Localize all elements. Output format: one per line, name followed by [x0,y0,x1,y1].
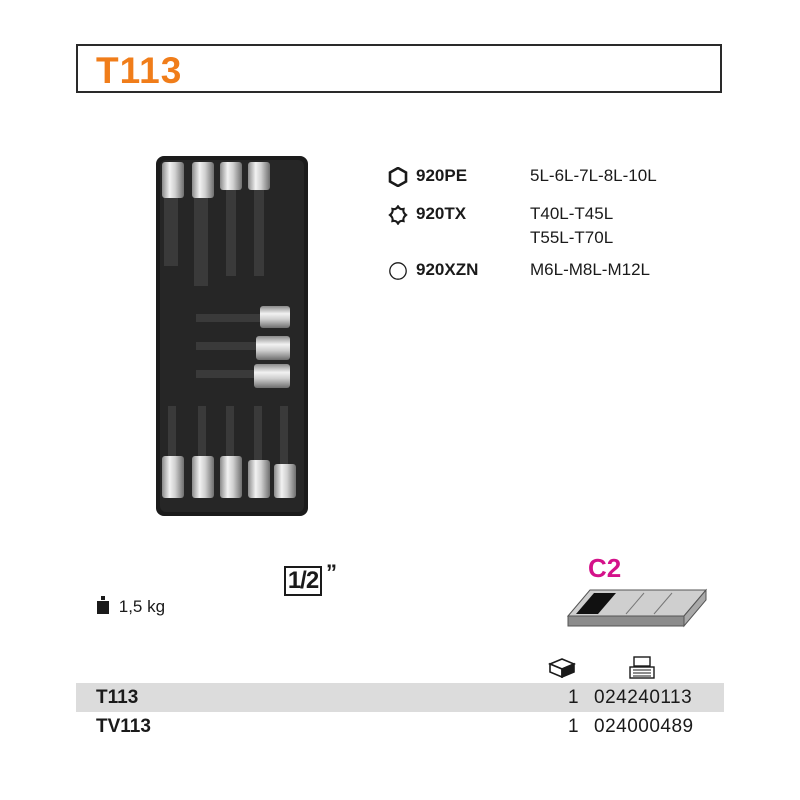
spec-code: 920TX [416,204,467,223]
article-number: 024240113 [594,687,693,708]
case-label: C2 [588,553,622,583]
title-box: T113 [76,44,722,93]
weight-icon [97,596,109,614]
case-tray-icon [566,588,708,628]
spec-value: T55L-T70L [530,228,614,247]
spec-values: T40L-T45L T55L-T70L [530,204,613,252]
article-number: 024000489 [594,716,694,737]
spec-value: M6L-M8L-M12L [530,260,650,279]
page-title: T113 [96,50,183,91]
drive-size-badge: 1/2 [284,566,322,596]
tool-tray-image [156,156,308,516]
torx-icon [388,205,408,225]
spec-value: 5L-6L-7L-8L-10L [530,166,657,185]
article-table: T113 1 024240113 TV113 1 024000489 [76,683,724,741]
table-row: T113 1 024240113 [76,683,724,712]
spline-icon [389,262,407,280]
spec-values: 5L-6L-7L-8L-10L [530,166,657,190]
weight-value: 1,5 kg [118,597,166,616]
article-qty: 1 [568,716,579,737]
article-qty: 1 [568,687,579,708]
spec-code: 920PE [416,166,468,185]
spec-code: 920XZN [416,260,479,279]
article-code: T113 [96,687,139,708]
spec-values: M6L-M8L-M12L [530,260,650,284]
article-code: TV113 [96,716,151,737]
package-icon [548,658,576,678]
hexagon-icon [388,167,408,187]
spec-value: T40L-T45L [530,204,614,223]
table-row: TV113 1 024000489 [76,712,724,741]
inch-mark: ” [326,560,337,585]
cash-register-icon [629,656,655,679]
weight-info: 1,5 kg [96,596,165,617]
drive-size: 1/2 [287,567,319,594]
